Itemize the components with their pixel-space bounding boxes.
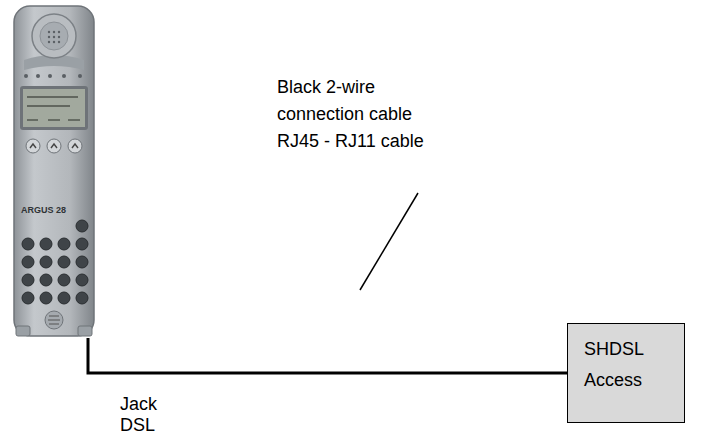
jack-label: Jack DSL [120,394,170,436]
access-box: SHDSL Access [567,323,685,423]
tester-device [14,6,94,336]
cable-label: Black 2-wire connection cable RJ45 - RJ1… [277,74,442,155]
jack-label-box: Jack DSL [120,394,170,436]
cable-line [88,338,567,373]
cable-label-box: Black 2-wire connection cable RJ45 - RJ1… [277,74,442,155]
leader-line [360,193,418,290]
tester-device: ARGUS 28 [12,4,96,338]
device-brand: ARGUS 28 [21,205,96,216]
box-label: SHDSL Access [584,334,676,396]
